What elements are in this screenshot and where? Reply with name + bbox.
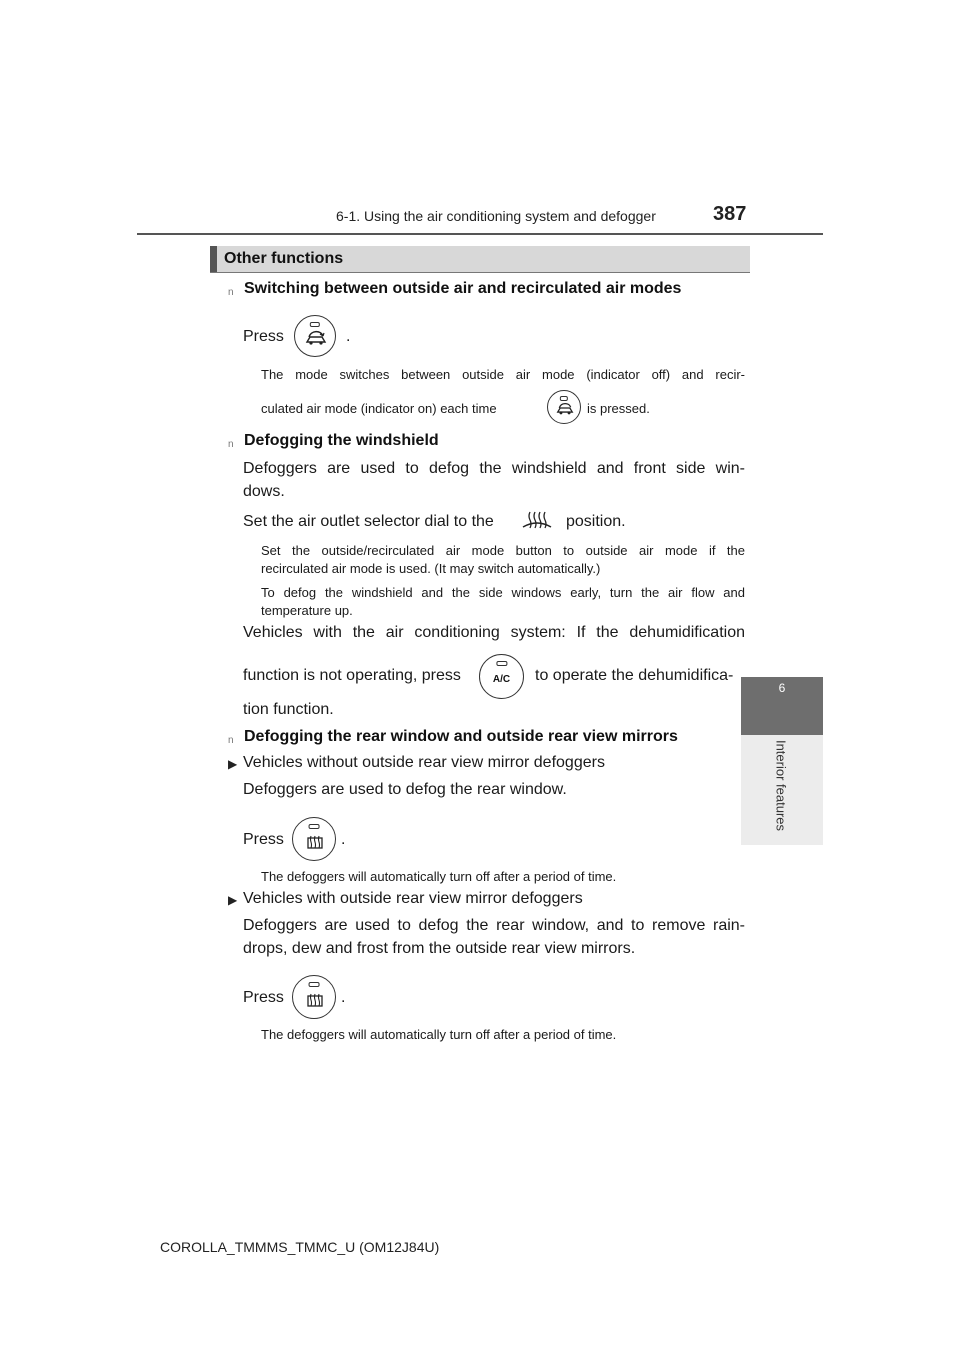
- windshield-note1-line2: recirculated air mode is used. (It may s…: [261, 561, 601, 576]
- ac-button-icon: A/C: [479, 654, 524, 699]
- chapter-label: Interior features: [773, 739, 789, 832]
- triangle-arrow-icon: ▶: [228, 757, 238, 771]
- ac-button-label: A/C: [492, 673, 511, 685]
- recirculate-air-icon: [294, 315, 336, 357]
- recirculate-air-icon: [547, 390, 581, 424]
- windshield-note2-line2: temperature up.: [261, 603, 353, 618]
- chapter-number: 6: [778, 681, 786, 695]
- header-rule: [137, 233, 823, 235]
- section-title: Other functions: [224, 250, 344, 267]
- page-number: 387: [713, 203, 747, 225]
- windshield-note2-line1: To defog the windshield and the side win…: [261, 585, 745, 600]
- rear-without-desc: Defoggers are used to defog the rear win…: [243, 781, 567, 798]
- recirc-note-line1: The mode switches between outside air mo…: [261, 367, 745, 382]
- rear-heading: Defogging the rear window and outside re…: [244, 728, 678, 745]
- header-section-title: 6-1. Using the air conditioning system a…: [336, 208, 656, 224]
- windshield-dial-end: position.: [566, 513, 626, 530]
- rear-without-label: Vehicles without outside rear view mirro…: [243, 754, 605, 771]
- triangle-arrow-icon: ▶: [228, 893, 238, 907]
- press-label: Press: [243, 328, 284, 345]
- windshield-line2: dows.: [243, 483, 285, 500]
- section-title-bar: Other functions: [210, 246, 750, 273]
- bullet-marker: n: [228, 287, 234, 298]
- period: .: [341, 989, 346, 1006]
- recirc-note-line2-end: is pressed.: [587, 401, 650, 416]
- rear-with-note: The defoggers will automatically turn of…: [261, 1027, 617, 1042]
- rear-with-desc-line2: drops, dew and frost from the outside re…: [243, 940, 636, 957]
- ac-line2-start: function is not operating, press: [243, 667, 461, 684]
- ac-line1: Vehicles with the air conditioning syste…: [243, 624, 745, 641]
- period: .: [341, 831, 346, 848]
- windshield-note1-line1: Set the outside/recirculated air mode bu…: [261, 543, 745, 558]
- ac-line3: tion function.: [243, 701, 334, 718]
- recirc-heading: Switching between outside air and recirc…: [244, 280, 682, 297]
- rear-with-desc-line1: Defoggers are used to defog the rear win…: [243, 917, 745, 934]
- rear-without-note: The defoggers will automatically turn of…: [261, 869, 617, 884]
- rear-defogger-icon: [292, 817, 336, 861]
- bullet-marker: n: [228, 735, 234, 746]
- chapter-tab: 6: [741, 677, 823, 735]
- recirc-note-line2-start: culated air mode (indicator on) each tim…: [261, 401, 497, 416]
- windshield-line1: Defoggers are used to defog the windshie…: [243, 460, 745, 477]
- rear-with-label: Vehicles with outside rear view mirror d…: [243, 890, 583, 907]
- document-id: COROLLA_TMMMS_TMMC_U (OM12J84U): [160, 1239, 440, 1255]
- ac-line2-end: to operate the dehumidifica-: [535, 667, 734, 684]
- press-label: Press: [243, 989, 284, 1006]
- bullet-marker: n: [228, 439, 234, 450]
- rear-defogger-icon: [292, 975, 336, 1019]
- windshield-dial-start: Set the air outlet selector dial to the: [243, 513, 494, 530]
- windshield-heading: Defogging the windshield: [244, 432, 439, 449]
- section-rule: [210, 272, 750, 273]
- chapter-tab-strip: [741, 735, 823, 845]
- windshield-defrost-icon: [522, 511, 552, 529]
- period: .: [346, 328, 351, 345]
- press-label: Press: [243, 831, 284, 848]
